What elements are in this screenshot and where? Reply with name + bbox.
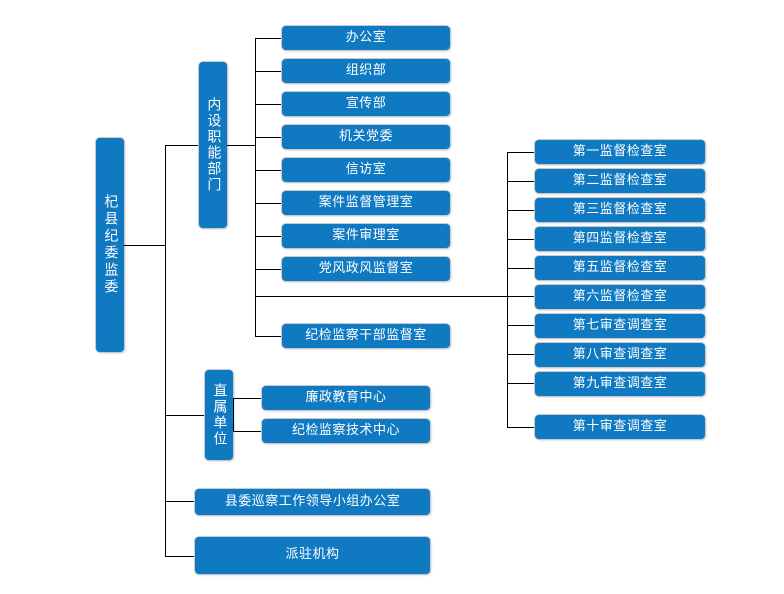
node-jijian-jiancha-ganbu-jiandushi[interactable]: 纪检监察干部监督室: [282, 324, 450, 348]
connector-group-internal-trunk: [255, 38, 256, 336]
connector-branch-anjianjiandu: [255, 203, 282, 204]
node-investigation-room-10[interactable]: 第十审查调查室: [535, 415, 705, 439]
connector-right-branch-8: [507, 354, 535, 355]
node-xinfangshi[interactable]: 信访室: [282, 158, 450, 182]
node-supervision-room-3[interactable]: 第三监督检查室: [535, 198, 705, 222]
node-zuzhibu[interactable]: 组织部: [282, 59, 450, 83]
node-label: 第六监督检查室: [572, 288, 668, 304]
node-label: 派驻机构: [285, 547, 340, 563]
node-anjian-shenlishi[interactable]: 案件审理室: [282, 224, 450, 248]
connector-group-internal-stub: [227, 145, 255, 146]
connector-right-column-trunk: [507, 152, 508, 427]
connector-to-group-affiliated: [165, 415, 205, 416]
connector-to-group-internal: [165, 145, 199, 146]
connector-branch-zuzhibu: [255, 71, 282, 72]
node-label: 第二监督检查室: [572, 172, 668, 188]
node-xuanchuanbu[interactable]: 宣传部: [282, 92, 450, 116]
connector-right-branch-4: [507, 239, 535, 240]
node-supervision-room-6[interactable]: 第六监督检查室: [535, 285, 705, 309]
node-label: 第三监督检查室: [572, 201, 668, 217]
connector-branch-dangfengzhengfeng: [255, 269, 282, 270]
node-label: 第十审查调查室: [572, 418, 668, 434]
group-node-directly-affiliated-units[interactable]: 直属单位: [205, 370, 233, 460]
node-label: 第八审查调查室: [572, 346, 668, 362]
node-label: 办公室: [345, 29, 387, 45]
connector-branch-xuanchuanbu: [255, 104, 282, 105]
connector-right-branch-3: [507, 210, 535, 211]
node-supervision-room-1[interactable]: 第一监督检查室: [535, 140, 705, 164]
connector-right-branch-10: [507, 427, 535, 428]
node-supervision-room-2[interactable]: 第二监督检查室: [535, 169, 705, 193]
connector-group-affiliated-trunk: [233, 398, 234, 431]
group-label-internal: 内设职能部门: [205, 97, 222, 193]
node-label: 第一监督检查室: [572, 143, 668, 159]
connector-branch-bangongshi: [255, 38, 282, 39]
node-label: 第九审查调查室: [572, 375, 668, 391]
node-label: 党风政风监督室: [318, 260, 414, 276]
connector-to-paizhu: [165, 556, 195, 557]
node-label: 机关党委: [338, 128, 393, 144]
node-investigation-room-8[interactable]: 第八审查调查室: [535, 343, 705, 367]
node-label: 组织部: [345, 62, 387, 78]
node-county-inspection-office[interactable]: 县委巡察工作领导小组办公室: [195, 489, 430, 515]
node-jijian-jiancha-jishu-zhongxin[interactable]: 纪检监察技术中心: [262, 419, 430, 443]
node-label: 案件监督管理室: [318, 194, 414, 210]
node-bangongshi[interactable]: 办公室: [282, 26, 450, 50]
node-label: 纪检监察技术中心: [291, 422, 400, 438]
connector-root-stub: [124, 245, 166, 246]
node-investigation-room-7[interactable]: 第七审查调查室: [535, 314, 705, 338]
connector-branch-anjianshenli: [255, 236, 282, 237]
node-jiguan-dangwei[interactable]: 机关党委: [282, 125, 450, 149]
root-node-jixian-jiwei-jianwei[interactable]: 杞县纪委监委: [96, 138, 124, 352]
node-label: 第四监督检查室: [572, 230, 668, 246]
group-label-affiliated: 直属单位: [211, 383, 228, 447]
connector-right-branch-9: [507, 383, 535, 384]
connector-branch-xinfangshi: [255, 170, 282, 171]
node-label: 案件审理室: [332, 227, 400, 243]
connector-right-branch-5: [507, 268, 535, 269]
connector-right-branch-1: [507, 152, 535, 153]
node-dispatched-agencies[interactable]: 派驻机构: [195, 537, 430, 574]
group-node-internal-functional-departments[interactable]: 内设职能部门: [199, 62, 227, 228]
connector-right-branch-7: [507, 325, 535, 326]
root-node-label: 杞县纪委监委: [102, 194, 119, 296]
node-label: 信访室: [345, 161, 387, 177]
node-label: 纪检监察干部监督室: [305, 327, 427, 343]
node-anjian-jiandu-guanlishi[interactable]: 案件监督管理室: [282, 191, 450, 215]
node-lianzheng-jiaoyu-zhongxin[interactable]: 廉政教育中心: [262, 386, 430, 410]
node-label: 县委巡察工作领导小组办公室: [224, 493, 401, 509]
connector-right-branch-6: [507, 296, 535, 297]
connector-main-trunk: [165, 145, 166, 556]
connector-internal-to-right-column: [255, 296, 507, 297]
node-label: 廉政教育中心: [305, 389, 387, 405]
node-label: 第七审查调查室: [572, 317, 668, 333]
node-label: 第五监督检查室: [572, 259, 668, 275]
connector-to-xunchaban: [165, 501, 195, 502]
connector-right-branch-2: [507, 181, 535, 182]
node-dangfeng-zhengfeng-jiandushi[interactable]: 党风政风监督室: [282, 257, 450, 281]
connector-branch-lianzheng: [233, 398, 262, 399]
connector-branch-ganbujiandu: [255, 336, 282, 337]
connector-branch-jiguandangwei: [255, 137, 282, 138]
node-label: 宣传部: [345, 95, 387, 111]
node-supervision-room-5[interactable]: 第五监督检查室: [535, 256, 705, 280]
node-investigation-room-9[interactable]: 第九审查调查室: [535, 372, 705, 396]
node-supervision-room-4[interactable]: 第四监督检查室: [535, 227, 705, 251]
connector-branch-jishu-zhongxin: [233, 431, 262, 432]
